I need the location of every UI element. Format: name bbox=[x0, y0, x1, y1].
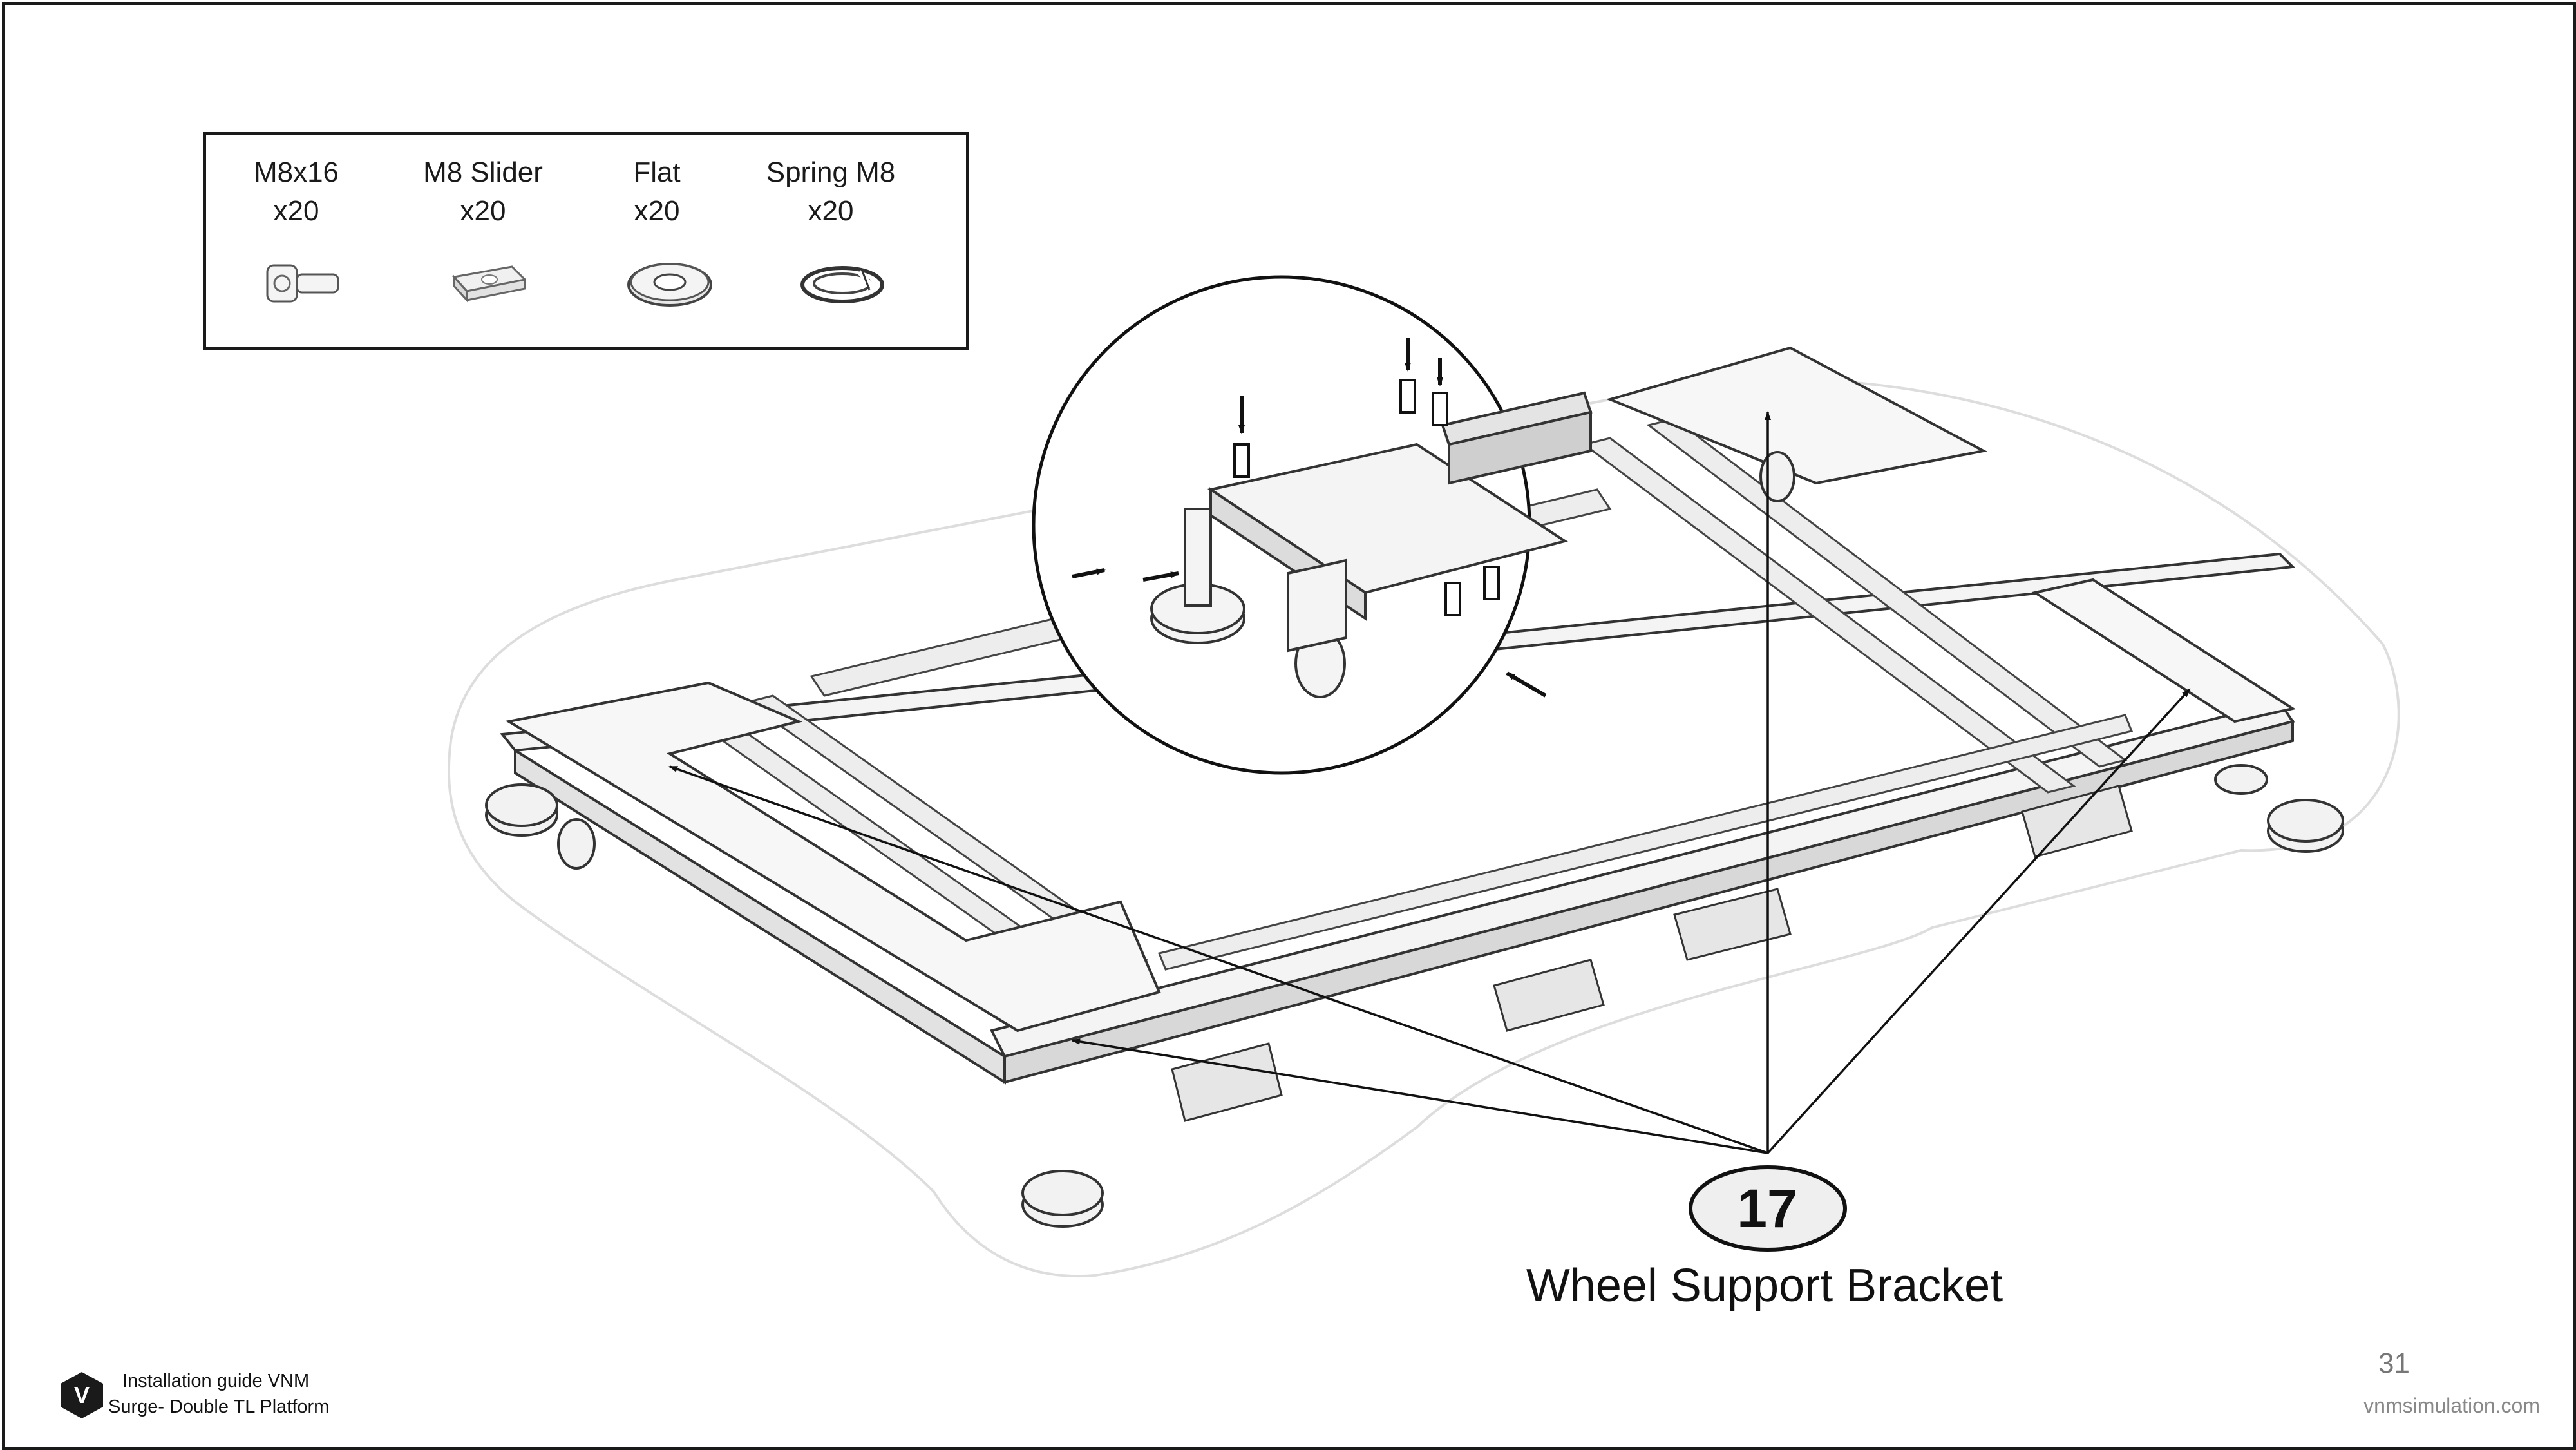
part-item-bolt: M8x16 x20 bbox=[213, 153, 380, 231]
footer-title-line1: Installation guide VNM bbox=[122, 1371, 310, 1391]
website-link[interactable]: vnmsimulation.com bbox=[2363, 1394, 2540, 1417]
part-qty: x20 bbox=[273, 195, 319, 227]
spring-washer-icon bbox=[800, 266, 884, 303]
flat-washer-icon bbox=[627, 263, 712, 307]
vnm-logo-icon: V bbox=[61, 1372, 103, 1418]
leader-lines bbox=[668, 411, 2191, 1154]
logo-letter: V bbox=[74, 1382, 90, 1408]
part-item-slider: M8 Slider x20 bbox=[399, 153, 567, 231]
callout-ellipse bbox=[1689, 1165, 1847, 1252]
part-name: Flat bbox=[633, 157, 681, 188]
part-item-spring-washer: Spring M8 x20 bbox=[747, 153, 914, 231]
part-item-flat-washer: Flat x20 bbox=[573, 153, 741, 231]
part-qty: x20 bbox=[808, 195, 854, 227]
bolt-icon bbox=[266, 264, 339, 303]
part-qty: x20 bbox=[460, 195, 506, 227]
callout-label: Wheel Support Bracket bbox=[1526, 1260, 2003, 1312]
slider-nut-icon bbox=[452, 265, 527, 303]
callout-number: 17 bbox=[1737, 1178, 1797, 1239]
footer-title: Installation guide VNM Surge- Double TL … bbox=[108, 1368, 329, 1420]
part-name: M8x16 bbox=[253, 157, 339, 188]
footer-title-line2: Surge- Double TL Platform bbox=[108, 1397, 330, 1417]
under-brackets bbox=[1171, 785, 2133, 1122]
parts-list-box: M8x16 x20 M8 Slider x20 Flat x20 Spring … bbox=[203, 132, 969, 350]
part-qty: x20 bbox=[634, 195, 680, 227]
part-name: M8 Slider bbox=[423, 157, 543, 188]
page-number: 31 bbox=[2378, 1348, 2410, 1379]
part-name: Spring M8 bbox=[766, 157, 896, 188]
detail-view bbox=[1032, 275, 1593, 775]
feet-wheels bbox=[485, 451, 2344, 1228]
